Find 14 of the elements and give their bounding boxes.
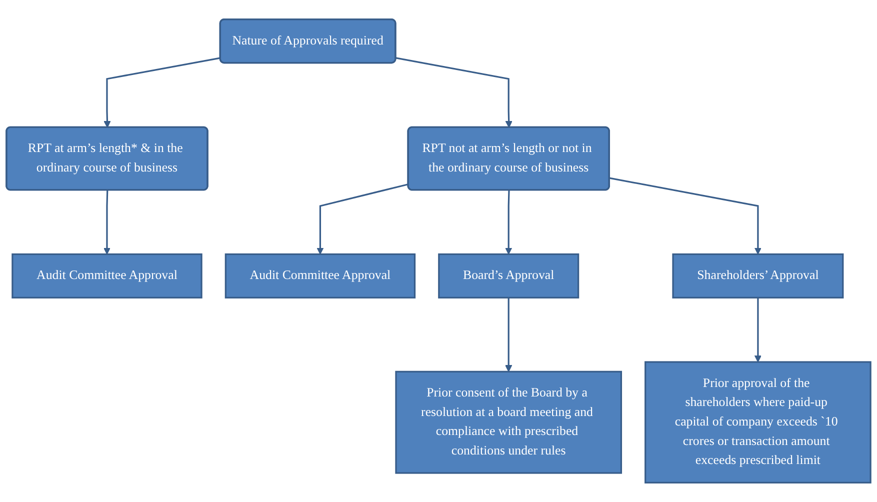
arrow xyxy=(609,177,762,255)
arrow xyxy=(104,57,221,128)
node-box: Shareholders’ Approval xyxy=(672,253,844,298)
arrow xyxy=(505,190,512,255)
arrow xyxy=(754,298,762,362)
arrow xyxy=(316,183,409,255)
arrow xyxy=(396,57,512,128)
node-box: Board’s Approval xyxy=(438,253,580,298)
node-box: Audit Committee Approval xyxy=(224,253,416,298)
node-box: Prior approval of the shareholders where paid-up capital of company exceeds `10 crores or transaction amount exceeds prescribed limit xyxy=(644,361,872,484)
arrow xyxy=(103,190,111,255)
arrow xyxy=(505,298,512,372)
node-box: Audit Committee Approval xyxy=(12,253,202,298)
node-box: Prior consent of the Board by a resolution at a board meeting and compliance with prescribed conditions under rules xyxy=(395,370,622,474)
